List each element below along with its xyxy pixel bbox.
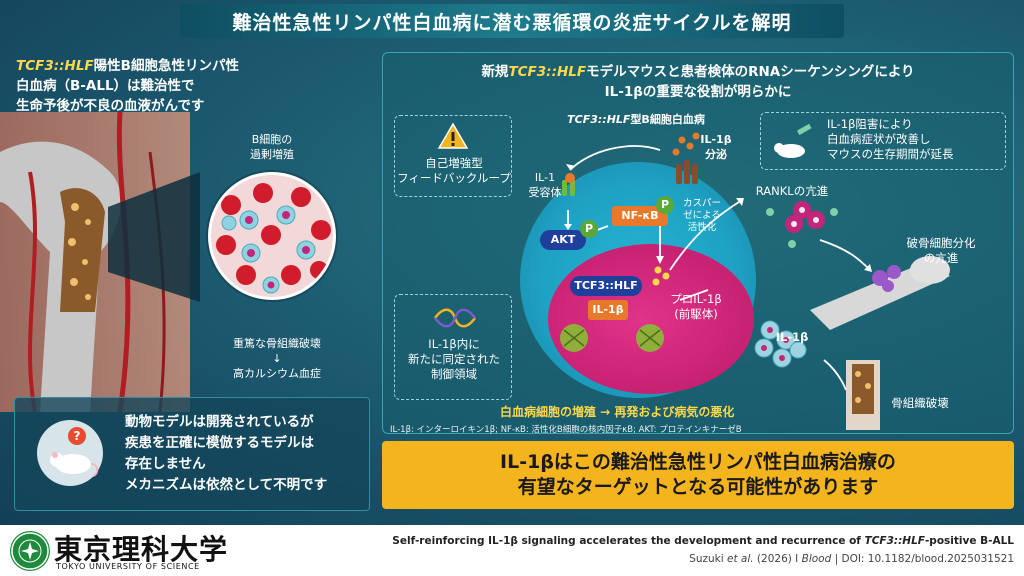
gene-name: TCF3::HLF — [567, 113, 631, 126]
gene-name: TCF3::HLF — [508, 64, 587, 80]
cell-title-rest: 型B細胞白血病 — [630, 113, 705, 126]
conclusion-line-2: 有望なターゲットとなる可能性があります — [517, 476, 879, 498]
il1b-gene-badge: IL-1β — [588, 300, 628, 320]
university-seal-icon — [10, 531, 50, 571]
infographic-canvas: 難治性急性リンパ性白血病に潜む悪循環の炎症サイクルを解明 TCF3::HLF陽性… — [0, 0, 1024, 525]
receptor-line-1: IL-1 — [534, 171, 556, 184]
regulatory-line-1: IL-1β内に — [428, 337, 480, 351]
svg-text:?: ? — [74, 429, 81, 443]
mouse-question-icon: ? — [37, 420, 103, 486]
inhibition-line-1: IL-1β阻害により — [827, 117, 913, 131]
heading-part: 陽性B細胞急性リンパ性 — [93, 58, 239, 74]
paper-citation: Suzuki et al. (2026) I Blood | DOI: 10.1… — [689, 553, 1014, 565]
cell-nucleus — [548, 244, 754, 394]
caspase-label: カスパー ゼによる 活性化 — [676, 198, 728, 234]
paper-title-gene: TCF3::HLF — [864, 535, 925, 547]
feedback-line-1: 自己増強型 — [425, 156, 483, 170]
footer — [0, 525, 1024, 576]
rankl-label: RANKLの亢進 — [755, 184, 829, 198]
caspase-line-1: カスパー — [682, 198, 721, 209]
pathway-arrows — [560, 132, 744, 352]
bone-marrow-zoom — [208, 172, 336, 300]
il1b-label: IL-1β — [775, 330, 809, 344]
warning-icon — [437, 122, 469, 149]
bone-outcome-label: 重篤な骨組織破壊 ↓ 高カルシウム血症 — [218, 336, 336, 381]
citation-doi: | DOI: 10.1182/blood.2025031521 — [831, 553, 1014, 565]
citation-journal: Blood — [801, 553, 832, 565]
heading-line-2: IL-1βの重要な役割が明らかに — [604, 84, 792, 100]
inhibition-box: IL-1β阻害により 白血病症状が改善し マウスの生存期間が延長 — [760, 112, 1006, 170]
cycle-outcome-text: 白血病細胞の増殖 → 再発および病気の悪化 — [500, 405, 735, 419]
feedback-loop-box: 自己増強型 フィードバックループ — [394, 115, 512, 197]
heading-prefix: 新規 — [481, 64, 509, 80]
osteoclast-line-1: 破骨細胞分化 — [906, 236, 976, 250]
phospho-badge: P — [580, 220, 598, 238]
inhibition-line-2: 白血病症状が改善し — [827, 132, 931, 146]
limitation-line: 疾患を正確に模倣するモデルは — [125, 435, 314, 451]
heading-line-3: 生命予後が不良の血液がんです — [16, 98, 205, 114]
precursor-text: (前駆体) — [674, 307, 718, 321]
regulatory-line-2: 新たに同定された — [408, 352, 500, 366]
title-banner: 難治性急性リンパ性白血病に潜む悪循環の炎症サイクルを解明 — [180, 4, 844, 38]
findings-heading: 新規TCF3::HLFモデルマウスと患者検体のRNAシーケンシングにより IL-… — [392, 62, 1004, 102]
citation-year: (2026) I — [753, 553, 802, 565]
paper-title: Self-reinforcing IL-1β signaling acceler… — [392, 535, 1014, 547]
regulatory-region-box: IL-1β内に 新たに同定された 制御領域 — [394, 294, 512, 400]
zoom-label-line-1: B細胞の — [251, 133, 293, 146]
limitation-line: メカニズムは依然として不明です — [125, 477, 328, 493]
tcf3-hlf-badge: TCF3::HLF — [570, 276, 642, 296]
akt-badge: AKT — [540, 230, 586, 250]
university-logo-text: 東京理科大学 — [54, 533, 229, 566]
bone-destruction-label: 骨組織破壊 — [891, 396, 949, 410]
bone-destruction-text: 重篤な骨組織破壊 — [233, 337, 321, 350]
zoom-label-line-2: 過剰増殖 — [250, 148, 294, 161]
gene-name: TCF3::HLF — [16, 58, 94, 74]
abbreviation-note: IL-1β: インターロイキン1β; NF-κB: 活性化B細胞の核内因子κB;… — [390, 425, 742, 435]
caspase-line-2: ゼによる — [683, 210, 721, 221]
feedback-label: 自己増強型 フィードバックループ — [395, 156, 513, 186]
secretion-text: 分泌 — [705, 148, 727, 161]
page-title: 難治性急性リンパ性白血病に潜む悪循環の炎症サイクルを解明 — [232, 11, 792, 34]
bone-effects-graphic — [754, 201, 950, 430]
il1b-secretion-label: IL-1β 分泌 — [696, 132, 736, 162]
zoom-label: B細胞の 過剰増殖 — [236, 132, 308, 162]
receptor-line-2: 受容体 — [528, 186, 562, 199]
left-heading: TCF3::HLF陽性B細胞急性リンパ性 白血病（B-ALL）は難治性で 生命予… — [16, 56, 276, 116]
nfkb-badge: NF-κB — [612, 206, 668, 226]
pro-il1b-label: プロIL-1β (前駆体) — [656, 292, 736, 322]
down-arrow-icon: ↓ — [272, 352, 282, 365]
feedback-line-2: フィードバックループ — [397, 171, 511, 185]
inhibition-label: IL-1β阻害により 白血病症状が改善し マウスの生存期間が延長 — [827, 117, 1003, 162]
osteoclast-label: 破骨細胞分化 の亢進 — [896, 236, 986, 266]
limitations-text: 動物モデルは開発されているが 疾患を正確に模倣するモデルは 存在しません メカニ… — [125, 412, 327, 496]
paper-title-part: Self-reinforcing IL-1β signaling acceler… — [392, 535, 865, 547]
phospho-badge: P — [656, 196, 674, 214]
mouse-syringe-icon — [774, 123, 812, 158]
university-logo-english: TOKYO UNIVERSITY OF SCIENCE — [56, 562, 200, 571]
osteoclast-line-2: の亢進 — [923, 251, 959, 265]
paper-title-part: -positive B-ALL — [924, 535, 1014, 547]
conclusion-line-1: IL-1βはこの難治性急性リンパ性白血病治療の — [500, 451, 896, 473]
regulatory-line-3: 制御領域 — [431, 367, 477, 381]
receptor-label: IL-1 受容体 — [520, 170, 570, 200]
dna-icon — [433, 308, 477, 328]
limitations-box: ? 動物モデルは開発されているが 疾患を正確に模倣するモデルは 存在しません メ… — [14, 397, 370, 511]
cell-title: TCF3::HLF型B細胞白血病 — [556, 112, 716, 127]
citation-etal: et al. — [726, 553, 754, 565]
pro-il1b-text: プロIL-1β — [670, 292, 722, 306]
heading-suffix: モデルマウスと患者検体のRNAシーケンシングにより — [586, 64, 915, 80]
hypercalcemia-text: 高カルシウム血症 — [233, 367, 321, 380]
inhibition-line-3: マウスの生存期間が延長 — [827, 147, 954, 161]
cell-cluster-graphic — [216, 183, 331, 294]
limitation-line: 存在しません — [125, 456, 206, 472]
citation-author: Suzuki — [689, 553, 727, 565]
il1b-text: IL-1β — [700, 133, 732, 146]
limitation-line: 動物モデルは開発されているが — [125, 414, 314, 430]
caspase-line-3: 活性化 — [687, 222, 717, 233]
heading-line-2: 白血病（B-ALL）は難治性で — [16, 78, 195, 94]
regulatory-label: IL-1β内に 新たに同定された 制御領域 — [395, 337, 513, 382]
conclusion-banner: IL-1βはこの難治性急性リンパ性白血病治療の 有望なターゲットとなる可能性があ… — [382, 441, 1014, 509]
femur-illustration — [0, 112, 200, 412]
